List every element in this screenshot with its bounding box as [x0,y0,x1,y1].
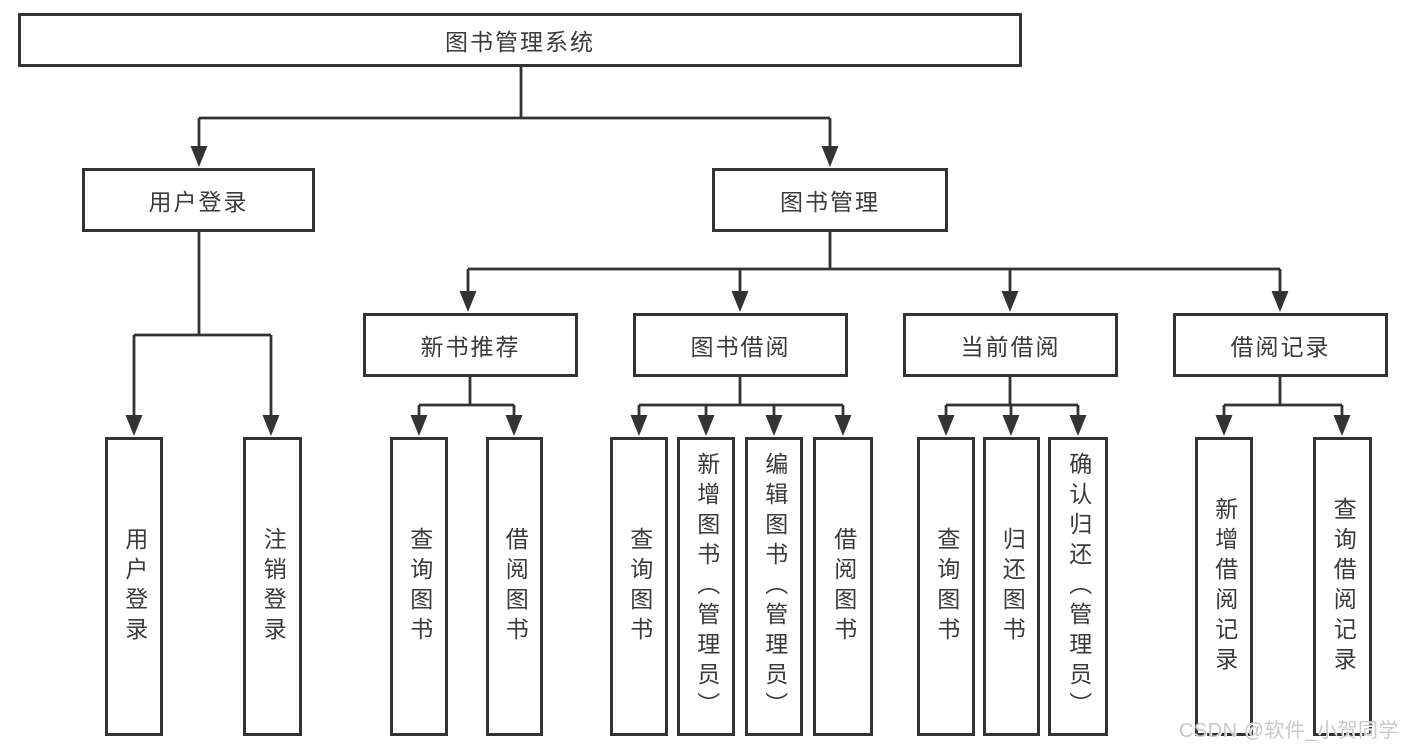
node-borrow-records: 借阅记录 [1173,313,1388,377]
node-user-login-label: 用户登录 [148,189,249,215]
leaf-add-books-admin: 新增图书（管理员） [677,437,735,736]
leaf-user-login: 用户登录 [105,437,163,736]
arrowhead [1069,415,1087,436]
leaf-edit-books-admin-label: 编辑图书（管理员） [761,451,788,722]
leaf-edit-books-admin: 编辑图书（管理员） [745,437,803,736]
arrowhead [1001,291,1019,312]
arrowhead [937,415,955,436]
leaf-user-login-label: 用户登录 [121,526,148,647]
arrowhead [1271,291,1289,312]
node-root: 图书管理系统 [18,13,1022,67]
leaf-borrow-books-1: 借阅图书 [486,437,543,736]
node-new-books: 新书推荐 [363,313,578,377]
arrowhead [262,415,280,436]
arrowhead [459,291,477,312]
leaf-add-borrow-record: 新增借阅记录 [1195,437,1253,736]
arrowhead [1333,415,1351,436]
leaf-query-books-1: 查询图书 [390,437,448,736]
leaf-logout-label: 注销登录 [260,526,287,647]
leaf-return-books: 归还图书 [983,437,1040,736]
node-user-login: 用户登录 [82,168,315,232]
arrowhead [821,146,839,167]
arrowhead [190,146,208,167]
leaf-logout: 注销登录 [243,437,302,736]
leaf-add-books-admin-label: 新增图书（管理员） [693,451,720,722]
node-book-mgmt-label: 图书管理 [780,189,880,215]
node-borrow-records-label: 借阅记录 [1230,334,1331,360]
arrowhead [410,415,428,436]
node-book-mgmt: 图书管理 [712,168,948,232]
leaf-query-books-2-label: 查询图书 [626,526,653,647]
leaf-query-books-3-label: 查询图书 [933,526,960,647]
leaf-borrow-books-1-label: 借阅图书 [502,526,529,647]
arrowhead [630,415,648,436]
arrowhead [1002,415,1020,436]
leaf-add-borrow-record-label: 新增借阅记录 [1211,496,1238,677]
leaf-borrow-books-2: 借阅图书 [813,437,873,736]
node-current-borrow: 当前借阅 [903,313,1118,377]
arrowhead [125,415,143,436]
arrowhead [834,415,852,436]
leaf-confirm-return-admin-label: 确认归还（管理员） [1065,451,1092,722]
arrowhead [1215,415,1233,436]
csdn-watermark: CSDN @软件_小贺同学 [1178,720,1399,742]
node-current-borrow-label: 当前借阅 [960,334,1061,360]
arrowhead [731,291,749,312]
node-new-books-label: 新书推荐 [420,334,521,360]
node-book-borrow: 图书借阅 [633,313,848,377]
node-root-label: 图书管理系统 [445,29,595,55]
node-book-borrow-label: 图书借阅 [690,334,791,360]
leaf-confirm-return-admin: 确认归还（管理员） [1048,437,1108,736]
leaf-query-books-2: 查询图书 [610,437,668,736]
leaf-query-borrow-record: 查询借阅记录 [1313,437,1372,736]
leaf-query-borrow-record-label: 查询借阅记录 [1330,496,1357,677]
arrowhead [765,415,783,436]
leaf-query-books-3: 查询图书 [917,437,975,736]
leaf-query-books-1-label: 查询图书 [406,526,433,647]
leaf-borrow-books-2-label: 借阅图书 [830,526,857,647]
leaf-return-books-label: 归还图书 [999,526,1026,647]
arrowhead [505,415,523,436]
arrowhead [697,415,715,436]
